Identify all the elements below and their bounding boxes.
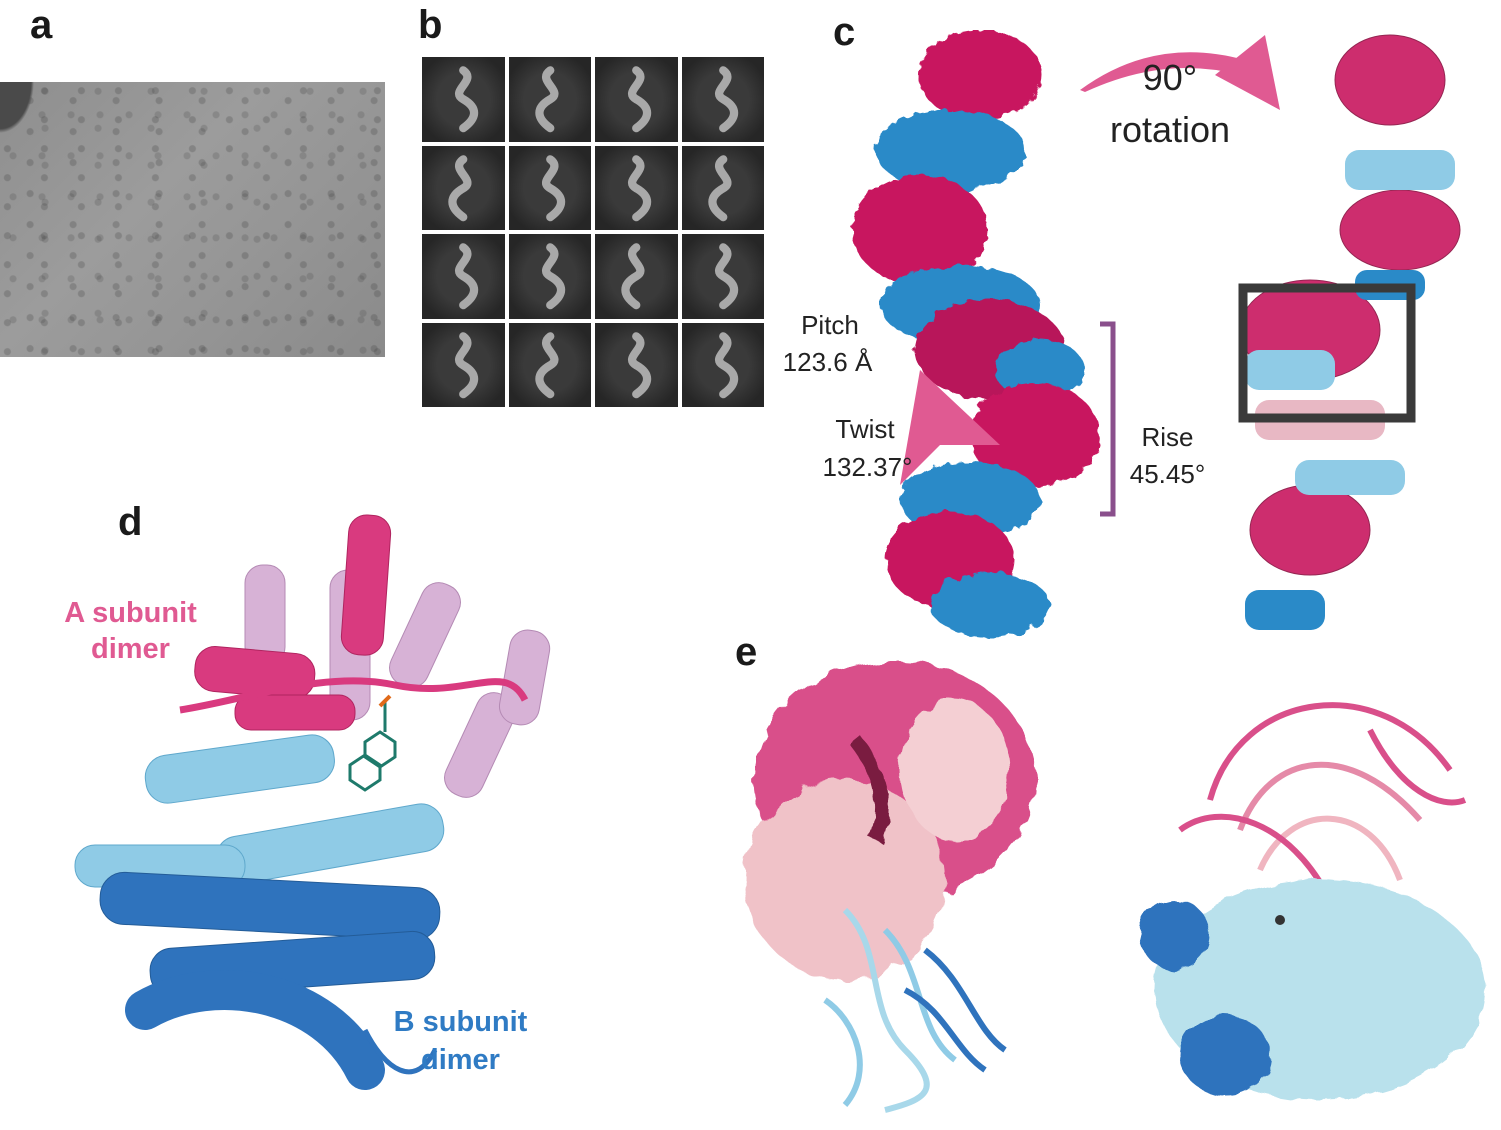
highlight-box: [1238, 283, 1416, 423]
b-subunit-label: B subunit dimer: [378, 1003, 543, 1079]
rise-bracket: [1100, 321, 1116, 517]
class-average-tile: [595, 234, 678, 319]
panel-label-e: e: [735, 630, 758, 674]
rotation-text: rotation: [1109, 109, 1231, 150]
panel-label-b: b: [418, 3, 443, 47]
class-average-tile: [595, 322, 678, 407]
panel-label-a: a: [30, 3, 53, 47]
class-average-tile: [595, 57, 678, 142]
class-average-tile: [422, 234, 505, 319]
twist-label: Twist: [835, 414, 895, 444]
b-subunit-label-line1: B subunit: [393, 1006, 528, 1038]
class-average-tile: [681, 234, 764, 319]
pitch-label: Pitch: [801, 310, 859, 340]
class-average-tile: [508, 322, 591, 407]
class-average-tile: [681, 145, 764, 230]
pitch-value: 123.6 Å: [782, 347, 873, 377]
heterotetramer-cartoon: [74, 514, 551, 1090]
class-average-tile: [508, 234, 591, 319]
class-averages-grid: [422, 57, 764, 407]
rotation-arrow-icon: [1080, 35, 1280, 110]
filament-cartoon-model: [1238, 34, 1461, 630]
class-average-tile: [508, 57, 591, 142]
twist-arrow-icon: [900, 370, 1000, 485]
rotation-value: 90°: [1142, 57, 1198, 98]
a-subunit-label: A subunit dimer: [48, 595, 213, 667]
surface-a-cartoon-b: [745, 660, 1035, 1113]
a-subunit-label-line1: A subunit: [64, 597, 197, 629]
b-subunit-label-line2: dimer: [421, 1044, 500, 1076]
class-average-tile: [422, 322, 505, 407]
twist-value: 132.37°: [822, 452, 913, 482]
class-average-tile: [422, 57, 505, 142]
a-subunit-label-line2: dimer: [91, 633, 170, 665]
panel-label-c: c: [833, 10, 856, 54]
class-average-tile: [508, 145, 591, 230]
panel-label-d: d: [118, 500, 143, 544]
cartoon-a-surface-b: [1140, 702, 1485, 1100]
filament-density-map: [852, 30, 1100, 637]
class-average-tile: [681, 322, 764, 407]
rise-value: 45.45°: [1129, 459, 1206, 489]
class-average-tile: [681, 57, 764, 142]
rise-label: Rise: [1141, 422, 1194, 452]
class-average-tile: [595, 145, 678, 230]
micrograph-image: [0, 82, 385, 357]
class-average-tile: [422, 145, 505, 230]
